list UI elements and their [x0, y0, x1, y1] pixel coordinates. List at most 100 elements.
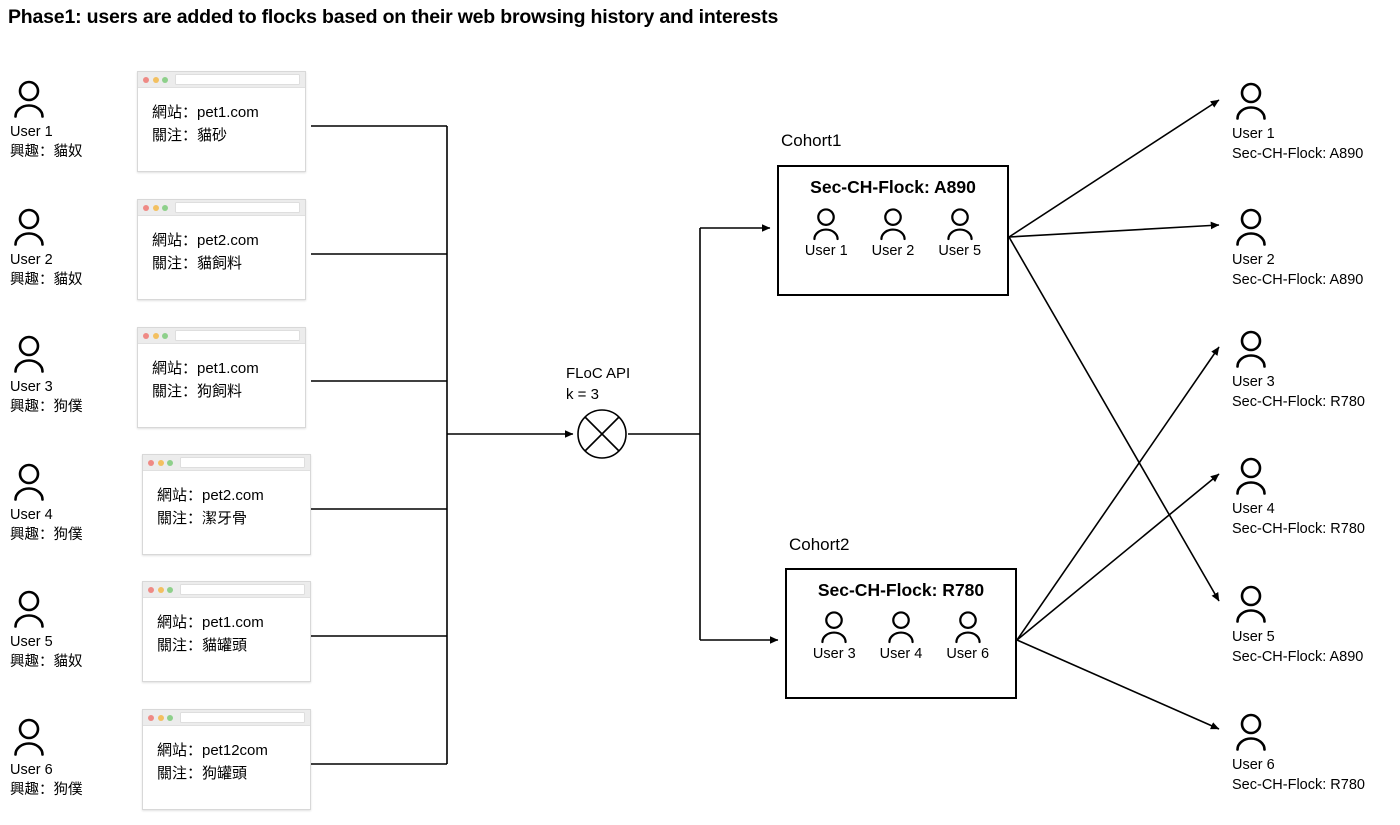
browser-title-bar: [143, 710, 310, 726]
person-icon: [14, 463, 44, 501]
wire-cohort2-user6: [1016, 639, 1220, 730]
input-user-interest: 興趣：狗僕: [10, 782, 83, 798]
floc-k-value: k = 3: [566, 385, 599, 403]
card-site: 網站：pet1.com: [157, 614, 264, 631]
window-minimize-dot-icon[interactable]: [152, 76, 159, 83]
output-user-flock: Sec-CH-Flock: R780: [1232, 521, 1365, 538]
window-close-dot-icon[interactable]: [148, 586, 154, 593]
window-minimize-dot-icon[interactable]: [157, 586, 164, 593]
output-user-flock: Sec-CH-Flock: R780: [1232, 777, 1365, 794]
cohort1-flock-label: Sec-CH-Flock: A890: [810, 177, 976, 197]
cohort2-flock-label: Sec-CH-Flock: R780: [817, 580, 985, 600]
address-bar-icon[interactable]: [179, 457, 305, 468]
output-user-5: User 5 Sec-CH-Flock: A890: [1232, 583, 1400, 668]
card-focus: 關注：潔牙骨: [157, 509, 248, 527]
browser-card-6[interactable]: 網站：pet12com 關注：狗罐頭: [142, 709, 311, 810]
card-focus: 關注：貓飼料: [152, 254, 243, 272]
output-user-4: User 4 Sec-CH-Flock: R780: [1232, 455, 1400, 540]
address-bar-icon[interactable]: [174, 202, 300, 213]
input-user-name: User 5: [10, 634, 53, 650]
wire-cohort1-user1: [1008, 99, 1220, 238]
input-user-6: User 6 興趣：狗僕: [10, 716, 135, 800]
browser-title-bar: [138, 72, 305, 88]
output-user-flock: Sec-CH-Flock: A890: [1232, 649, 1364, 666]
cohort1-members: User 1 User 2 User 5: [805, 206, 981, 259]
output-user-name: User 3: [1232, 374, 1275, 390]
window-close-dot-icon[interactable]: [143, 332, 149, 339]
window-close-dot-icon[interactable]: [148, 714, 154, 721]
browser-content: 網站：pet1.com 關注：貓砂: [138, 88, 305, 148]
cohort1-member-1: User 1: [805, 206, 848, 259]
person-icon: [1236, 713, 1266, 751]
cohort2-member-name: User 4: [879, 646, 923, 662]
person-icon: [888, 611, 914, 644]
cohort1-box[interactable]: Sec-CH-Flock: A890 User 1 User 2: [777, 165, 1009, 296]
cohort2-member-name: User 3: [812, 646, 856, 662]
window-minimize-dot-icon[interactable]: [157, 714, 164, 721]
card-focus: 關注：狗罐頭: [157, 764, 248, 782]
output-user-name: User 2: [1232, 252, 1275, 268]
card-site: 網站：pet1.com: [152, 104, 259, 121]
address-bar-icon[interactable]: [174, 330, 300, 341]
cohort2-member-3: User 6: [946, 609, 989, 662]
browser-card-3[interactable]: 網站：pet1.com 關注：狗飼料: [137, 327, 306, 428]
input-user-interest: 興趣：貓奴: [10, 654, 83, 670]
card-focus: 關注：貓砂: [152, 126, 228, 144]
floc-api-name: FLoC API: [566, 365, 631, 382]
browser-card-4[interactable]: 網站：pet2.com 關注：潔牙骨: [142, 454, 311, 555]
window-close-dot-icon[interactable]: [143, 76, 149, 83]
window-maximize-dot-icon[interactable]: [167, 459, 173, 466]
browser-content: 網站：pet12com 關注：狗罐頭: [143, 726, 310, 786]
cohort2-title: Cohort2: [789, 535, 850, 554]
window-maximize-dot-icon[interactable]: [162, 204, 168, 211]
floc-api-label: FLoC API k = 3: [566, 364, 630, 405]
card-focus: 關注：貓罐頭: [157, 636, 248, 654]
card-site: 網站：pet1.com: [152, 360, 259, 377]
card-site: 網站：pet2.com: [157, 487, 264, 504]
output-user-name: User 5: [1232, 629, 1275, 645]
browser-title-bar: [138, 200, 305, 216]
person-icon: [821, 611, 847, 644]
window-minimize-dot-icon[interactable]: [157, 459, 164, 466]
output-user-1: User 1 Sec-CH-Flock: A890: [1232, 80, 1400, 165]
input-user-interest: 興趣：貓奴: [10, 144, 83, 160]
person-icon: [1236, 457, 1266, 495]
browser-card-5[interactable]: 網站：pet1.com 關注：貓罐頭: [142, 581, 311, 682]
output-user-6: User 6 Sec-CH-Flock: R780: [1232, 711, 1400, 796]
input-user-name: User 1: [10, 124, 53, 140]
person-icon: [14, 718, 44, 756]
person-icon: [955, 611, 981, 644]
window-maximize-dot-icon[interactable]: [167, 586, 173, 593]
person-icon: [14, 335, 44, 373]
input-user-interest: 興趣：狗僕: [10, 399, 83, 415]
cohort1-member-2: User 2: [872, 206, 914, 259]
window-maximize-dot-icon[interactable]: [162, 76, 168, 83]
wire-cohort1-user2: [1008, 221, 1220, 238]
input-user-name: User 6: [10, 762, 53, 778]
window-maximize-dot-icon[interactable]: [162, 332, 168, 339]
window-close-dot-icon[interactable]: [143, 204, 149, 211]
output-user-name: User 4: [1232, 501, 1275, 517]
cohort2-box[interactable]: Sec-CH-Flock: R780 User 3 User 4: [785, 568, 1017, 699]
cohort2-member-name: User 6: [946, 646, 990, 662]
browser-card-2[interactable]: 網站：pet2.com 關注：貓飼料: [137, 199, 306, 300]
window-maximize-dot-icon[interactable]: [167, 714, 173, 721]
output-user-flock: Sec-CH-Flock: A890: [1232, 272, 1364, 289]
address-bar-icon[interactable]: [179, 712, 305, 723]
card-focus: 關注：狗飼料: [152, 382, 243, 400]
window-close-dot-icon[interactable]: [148, 459, 154, 466]
cohort2-member-2: User 4: [879, 609, 923, 662]
input-user-interest: 興趣：狗僕: [10, 527, 83, 543]
address-bar-icon[interactable]: [179, 584, 305, 595]
window-minimize-dot-icon[interactable]: [152, 204, 159, 211]
browser-content: 網站：pet1.com 關注：狗飼料: [138, 344, 305, 404]
input-user-2: User 2 興趣：貓奴: [10, 206, 135, 290]
address-bar-icon[interactable]: [174, 74, 300, 85]
browser-title-bar: [143, 455, 310, 471]
browser-card-1[interactable]: 網站：pet1.com 關注：貓砂: [137, 71, 306, 172]
cohort1-member-3: User 5: [938, 206, 981, 259]
cohort1-member-name: User 5: [938, 243, 982, 259]
window-minimize-dot-icon[interactable]: [152, 332, 159, 339]
input-user-interest: 興趣：貓奴: [10, 272, 83, 288]
output-user-name: User 6: [1232, 757, 1275, 773]
